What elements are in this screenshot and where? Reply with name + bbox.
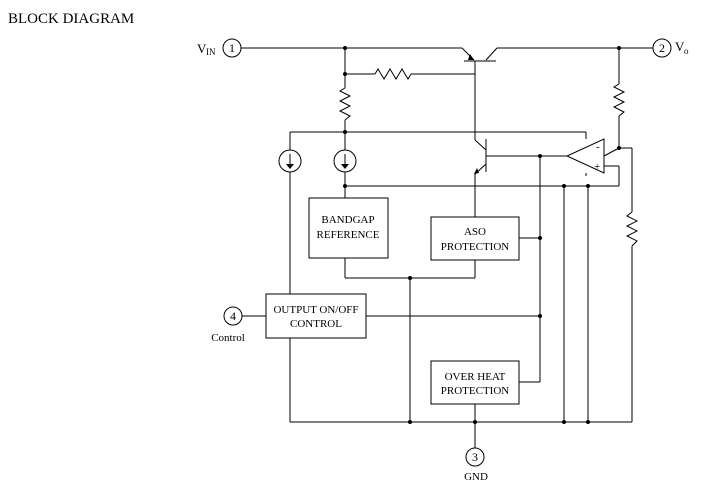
driver-transistor-arrow bbox=[474, 168, 479, 174]
resistor-feedback-bottom bbox=[625, 211, 639, 247]
pin-control: 4 Control bbox=[211, 306, 245, 344]
aso-protection-block: ASO PROTECTION bbox=[430, 216, 520, 261]
junction-dots bbox=[343, 46, 621, 424]
vin-label-sub: IN bbox=[206, 47, 216, 57]
wires bbox=[241, 47, 653, 448]
pin-3-number: 3 bbox=[472, 450, 478, 464]
pass-transistor-arrow bbox=[468, 54, 474, 60]
svg-text:CONTROL: CONTROL bbox=[290, 318, 342, 330]
svg-text:OVER HEAT: OVER HEAT bbox=[445, 371, 506, 383]
pin-vo: 2 V o bbox=[652, 38, 689, 58]
current-source-left bbox=[278, 149, 302, 173]
resistor-bias bbox=[338, 87, 352, 121]
vo-label: V bbox=[675, 39, 685, 54]
over-heat-protection-block: OVER HEAT PROTECTION bbox=[430, 360, 520, 405]
diagram-title: BLOCK DIAGRAM bbox=[8, 11, 134, 27]
svg-text:BANDGAP: BANDGAP bbox=[321, 214, 374, 226]
gnd-label: GND bbox=[464, 471, 488, 483]
error-amplifier: - + bbox=[565, 138, 605, 174]
bandgap-reference-block: BANDGAP REFERENCE bbox=[308, 197, 389, 259]
svg-text:REFERENCE: REFERENCE bbox=[317, 229, 380, 241]
svg-text:PROTECTION: PROTECTION bbox=[441, 241, 510, 253]
svg-text:ASO: ASO bbox=[464, 226, 486, 238]
pin-2-number: 2 bbox=[659, 41, 665, 55]
vin-label: V bbox=[197, 41, 207, 56]
control-label: Control bbox=[211, 332, 245, 344]
resistor-base bbox=[374, 68, 412, 80]
current-source-right bbox=[333, 149, 357, 173]
pin-4-number: 4 bbox=[230, 309, 236, 323]
svg-text:PROTECTION: PROTECTION bbox=[441, 385, 510, 397]
pin-vin: V IN 1 bbox=[197, 38, 242, 58]
opamp-minus-label: - bbox=[596, 141, 600, 153]
opamp-plus-label: + bbox=[594, 161, 600, 173]
pin-1-number: 1 bbox=[229, 41, 235, 55]
svg-text:OUTPUT ON/OFF: OUTPUT ON/OFF bbox=[273, 304, 358, 316]
pin-gnd: 3 GND bbox=[464, 447, 488, 483]
output-onoff-control-block: OUTPUT ON/OFF CONTROL bbox=[265, 293, 367, 339]
vo-label-sub: o bbox=[684, 46, 689, 56]
resistor-feedback-top bbox=[612, 83, 626, 117]
